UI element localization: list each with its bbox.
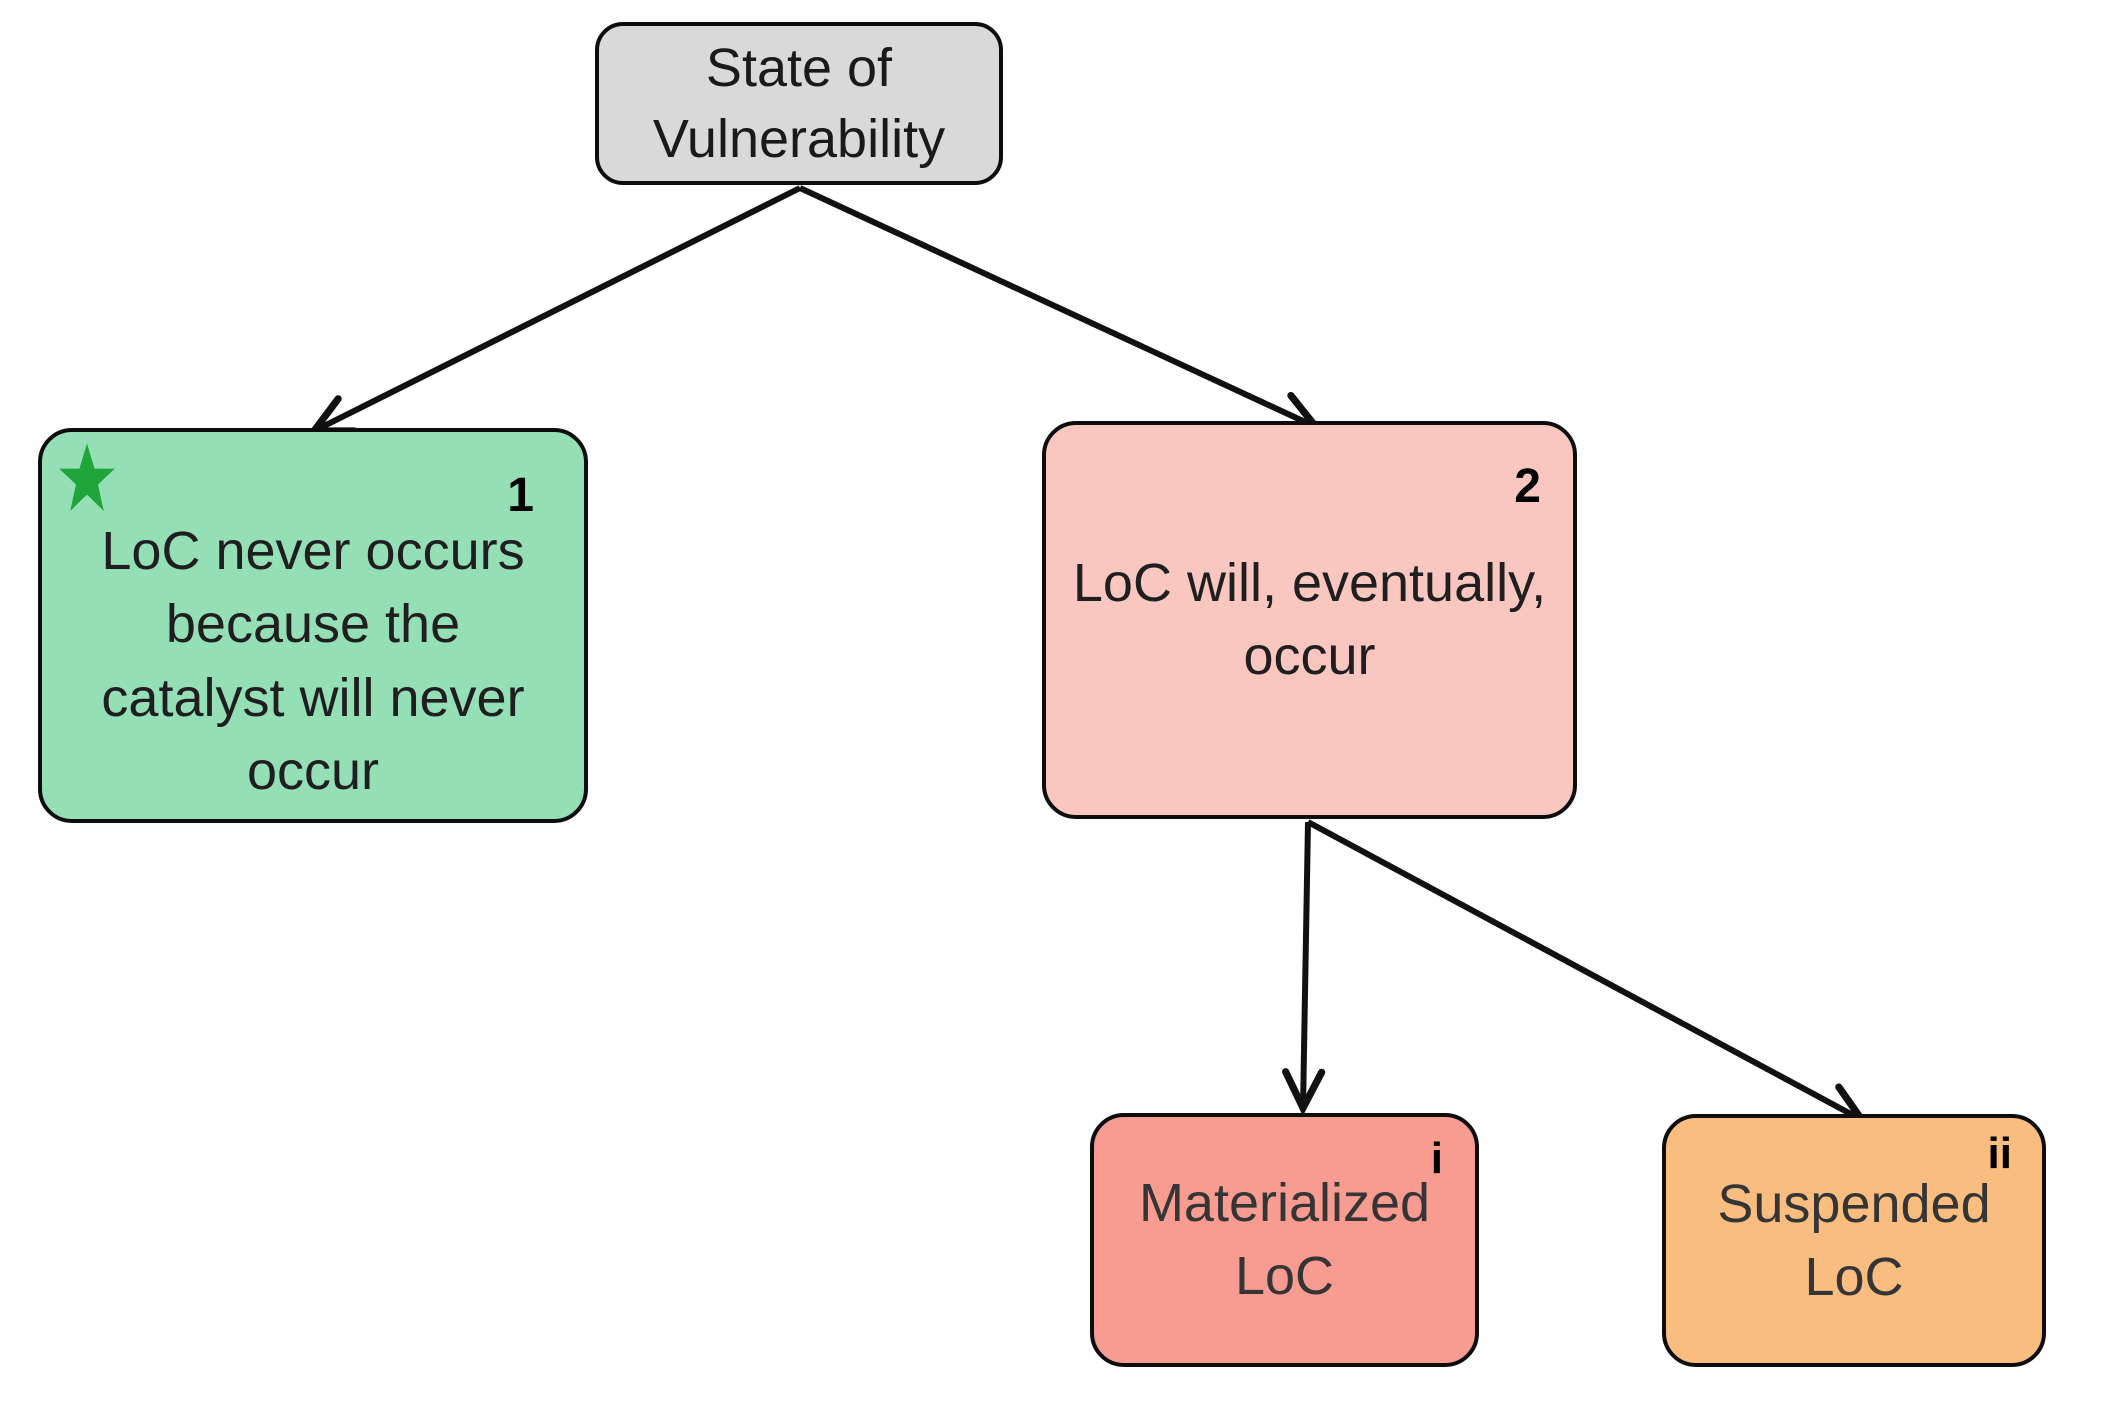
star-icon	[59, 443, 115, 512]
node-loc-never-occurs: 1 LoC never occurs because the catalyst …	[38, 428, 588, 823]
node-number: 2	[1514, 460, 1541, 513]
node-number: 1	[507, 469, 534, 522]
edge-node2-to-node-ii	[1306, 819, 1870, 1124]
star-shape	[59, 443, 115, 512]
node-label: LoC never occurs because the catalyst wi…	[101, 520, 525, 801]
node-number: i	[1430, 1134, 1443, 1183]
node-loc-will-eventually-occur: 2 LoC will, eventually, occur	[1042, 421, 1577, 819]
node-suspended-loc: ii Suspended LoC	[1662, 1114, 2046, 1367]
node-label: LoC will, eventually, occur	[1072, 553, 1547, 686]
node-label: State of Vulnerability	[652, 38, 946, 169]
edge-root-to-node1	[306, 185, 802, 435]
node-state-of-vulnerability: State of Vulnerability	[595, 22, 1003, 185]
node-label: Materialized LoC	[1138, 1173, 1431, 1306]
edge-root-to-node2	[798, 185, 1324, 432]
node-label: Suspended LoC	[1717, 1173, 1991, 1307]
edge-node2-to-node-i	[1282, 821, 1326, 1117]
node-number: ii	[1987, 1129, 2012, 1178]
node-materialized-loc: i Materialized LoC	[1090, 1113, 1479, 1367]
